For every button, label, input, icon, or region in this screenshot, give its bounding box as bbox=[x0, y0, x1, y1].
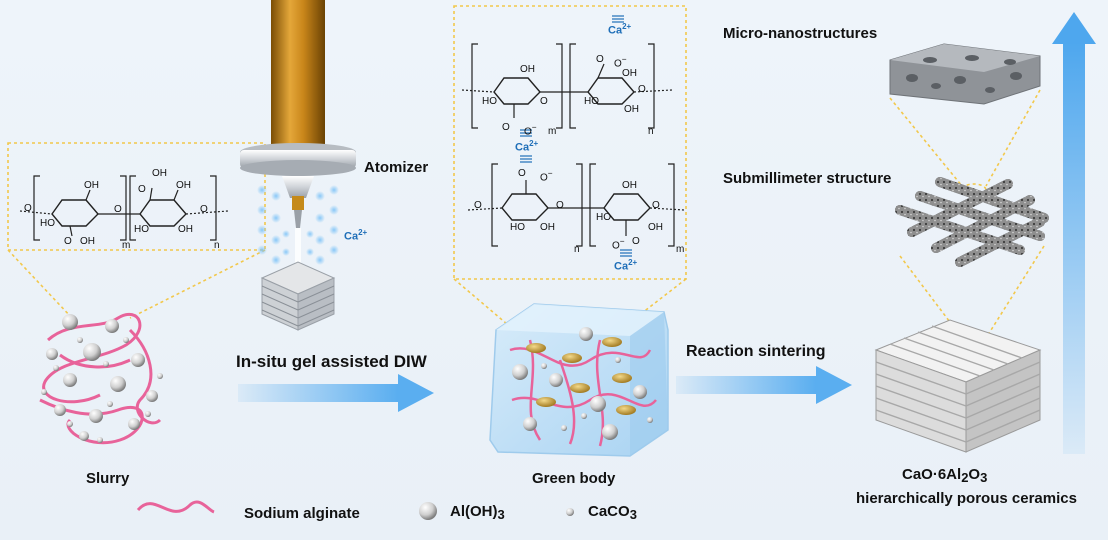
submillimeter-label: Submillimeter structure bbox=[723, 170, 892, 187]
chem-o-2: O bbox=[24, 203, 32, 214]
ca-ion-bottom: Ca2+ bbox=[614, 258, 637, 273]
atomizer-device bbox=[240, 0, 356, 265]
chem-ho-2: HO bbox=[134, 224, 149, 235]
chem-o-6: O bbox=[540, 96, 548, 107]
chem-oh-9: OH bbox=[540, 222, 555, 233]
product-formula-prefix: CaO·6Al bbox=[902, 466, 962, 483]
chem-o-3: O bbox=[114, 204, 122, 215]
chem-ho-3: HO bbox=[482, 96, 497, 107]
chem-oh-11: OH bbox=[648, 222, 663, 233]
ca-ion-top-base: Ca bbox=[608, 24, 623, 37]
ca-ion-mist-base: Ca bbox=[344, 230, 359, 243]
chem-ominus-4-o: O bbox=[612, 240, 620, 252]
printed-lattice-small bbox=[260, 261, 336, 331]
chem-oh-10: OH bbox=[622, 180, 637, 191]
legend-aloh3-prefix: Al(OH) bbox=[450, 503, 498, 520]
legend-graphics bbox=[136, 500, 574, 520]
zoom-lines-upper bbox=[889, 89, 1041, 197]
chem-n-2: n bbox=[648, 126, 654, 137]
chem-oh-3: OH bbox=[152, 168, 167, 179]
legend-aloh3: Al(OH)3 bbox=[450, 503, 505, 522]
chem-oh-7: OH bbox=[622, 68, 637, 79]
micro-nanostructure-block bbox=[889, 43, 1041, 105]
chem-m-1: m bbox=[122, 240, 131, 251]
chem-ominus-2-o: O bbox=[614, 58, 622, 70]
legend-aloh3-sub: 3 bbox=[497, 507, 505, 522]
slurry-illustration bbox=[39, 312, 163, 445]
ca-ion-mist-charge: 2+ bbox=[358, 228, 368, 237]
chem-oh-5: OH bbox=[178, 224, 193, 235]
legend-caco3-prefix: CaCO bbox=[588, 503, 630, 520]
chem-ominus-1-o: O bbox=[524, 126, 532, 138]
chem-ominus-3: O− bbox=[540, 168, 553, 183]
chem-o-4: O bbox=[138, 184, 146, 195]
chem-ominus-3-o: O bbox=[540, 172, 548, 184]
chem-oh-2: OH bbox=[80, 236, 95, 247]
chem-ominus-1: O− bbox=[524, 122, 537, 137]
chem-o-12: O bbox=[556, 200, 564, 211]
green-body-illustration bbox=[489, 303, 669, 457]
ca-ion-middle-base: Ca bbox=[515, 141, 530, 154]
chem-oh-4: OH bbox=[176, 180, 191, 191]
atomized-mist bbox=[257, 185, 339, 265]
ca-ion-top-charge: 2+ bbox=[622, 22, 632, 31]
slurry-molecule-box bbox=[7, 142, 266, 319]
chem-ho-1: HO bbox=[40, 218, 55, 229]
chem-ominus-2-minus: − bbox=[621, 54, 627, 64]
product-formula: CaO·6Al2O3 bbox=[902, 466, 987, 485]
legend-caco3: CaCO3 bbox=[588, 503, 637, 522]
chem-ominus-2: O− bbox=[614, 54, 627, 69]
chem-o-14: O bbox=[632, 236, 640, 247]
ca-ion-top: Ca2+ bbox=[608, 22, 631, 37]
product-formula-sub2: 3 bbox=[980, 470, 988, 485]
ca-ion-middle-charge: 2+ bbox=[529, 139, 539, 148]
ca-ion-bottom-charge: 2+ bbox=[628, 258, 638, 267]
chem-oh-8: OH bbox=[624, 104, 639, 115]
chem-o-8: O bbox=[596, 54, 604, 65]
product-formula-sub1: 2 bbox=[961, 470, 969, 485]
arrow-in-situ bbox=[238, 374, 434, 412]
submillimeter-lattice bbox=[895, 177, 1049, 267]
chem-ominus-3-minus: − bbox=[547, 168, 553, 178]
chem-n-1: n bbox=[214, 240, 220, 251]
legend-caco3-sub: 3 bbox=[629, 507, 637, 522]
chem-m-2: m bbox=[548, 126, 557, 137]
ca-ion-mist: Ca2+ bbox=[344, 228, 367, 243]
atomizer-label: Atomizer bbox=[364, 159, 429, 176]
in-situ-label: In-situ gel assisted DIW bbox=[236, 352, 427, 371]
chem-ominus-4: O− bbox=[612, 236, 625, 251]
chem-o-9: O bbox=[638, 84, 646, 95]
vertical-progress-arrow bbox=[1052, 12, 1096, 454]
micro-nano-label: Micro-nanostructures bbox=[723, 25, 878, 42]
arrow-reaction bbox=[676, 366, 852, 404]
slurry-label: Slurry bbox=[86, 470, 130, 487]
chem-o-1: O bbox=[64, 236, 72, 247]
product-name-label: hierarchically porous ceramics bbox=[856, 490, 1077, 507]
chem-o-5: O bbox=[200, 204, 208, 215]
crosslink-molecule-box bbox=[453, 5, 687, 331]
chem-ho-6: HO bbox=[596, 212, 611, 223]
chem-ominus-1-minus: − bbox=[531, 122, 537, 132]
ceramic-lattice-block bbox=[874, 319, 1042, 453]
chem-oh-6: OH bbox=[520, 64, 535, 75]
ca-ion-middle: Ca2+ bbox=[515, 139, 538, 154]
chem-n-3: n bbox=[574, 244, 580, 255]
chem-oh-1: OH bbox=[84, 180, 99, 191]
chem-ominus-4-minus: − bbox=[619, 236, 625, 246]
reaction-label: Reaction sintering bbox=[686, 343, 826, 360]
green-body-label: Green body bbox=[532, 470, 616, 487]
chem-ho-5: HO bbox=[510, 222, 525, 233]
chem-o-10: O bbox=[518, 168, 526, 179]
chem-o-13: O bbox=[652, 200, 660, 211]
chem-m-3: m bbox=[676, 244, 685, 255]
product-formula-mid: O bbox=[968, 466, 981, 483]
chem-o-7: O bbox=[502, 122, 510, 133]
legend-sodium-alginate: Sodium alginate bbox=[244, 505, 360, 522]
ca-ion-bottom-base: Ca bbox=[614, 260, 629, 273]
chem-o-11: O bbox=[474, 200, 482, 211]
chem-ho-4: HO bbox=[584, 96, 599, 107]
